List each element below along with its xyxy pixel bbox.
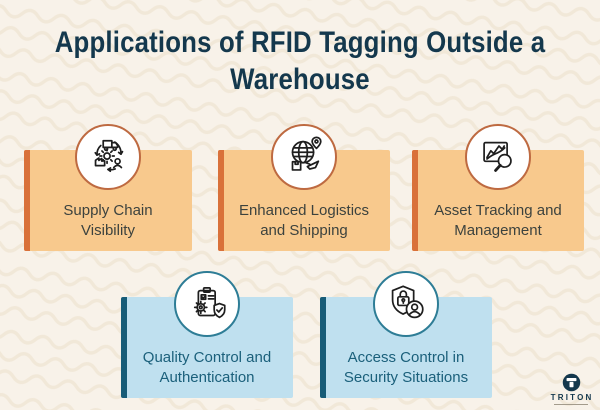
asset-tracking-chart-icon bbox=[465, 124, 531, 190]
card-label: Quality Control and Authentication bbox=[142, 348, 272, 387]
triton-logo-tagline bbox=[554, 404, 588, 405]
quality-clipboard-icon bbox=[174, 271, 240, 337]
card-label: Access Control in Security Situations bbox=[343, 348, 469, 387]
triton-logo: TRITON bbox=[547, 373, 595, 405]
card-accent-bar bbox=[24, 150, 30, 251]
page-title: Applications of RFID Tagging Outside a W… bbox=[54, 26, 546, 97]
card-accent-bar bbox=[121, 297, 127, 398]
card-asset-tracking: Asset Tracking and Management bbox=[412, 124, 584, 251]
access-lock-shield-icon bbox=[373, 271, 439, 337]
card-accent-bar bbox=[412, 150, 418, 251]
triton-logo-mark bbox=[562, 373, 580, 392]
card-access-control: Access Control in Security Situations bbox=[320, 271, 492, 398]
card-accent-bar bbox=[218, 150, 224, 251]
card-label: Asset Tracking and Management bbox=[434, 201, 562, 240]
globe-logistics-icon bbox=[271, 124, 337, 190]
card-accent-bar bbox=[320, 297, 326, 398]
card-enhanced-logistics: Enhanced Logistics and Shipping bbox=[218, 124, 390, 251]
supply-chain-cycle-icon bbox=[75, 124, 141, 190]
triton-logo-text: TRITON bbox=[550, 393, 594, 402]
card-supply-chain-visibility: Supply Chain Visibility bbox=[24, 124, 192, 251]
card-label: Supply Chain Visibility bbox=[63, 201, 153, 240]
card-quality-control: Quality Control and Authentication bbox=[121, 271, 293, 398]
card-label: Enhanced Logistics and Shipping bbox=[238, 201, 370, 240]
